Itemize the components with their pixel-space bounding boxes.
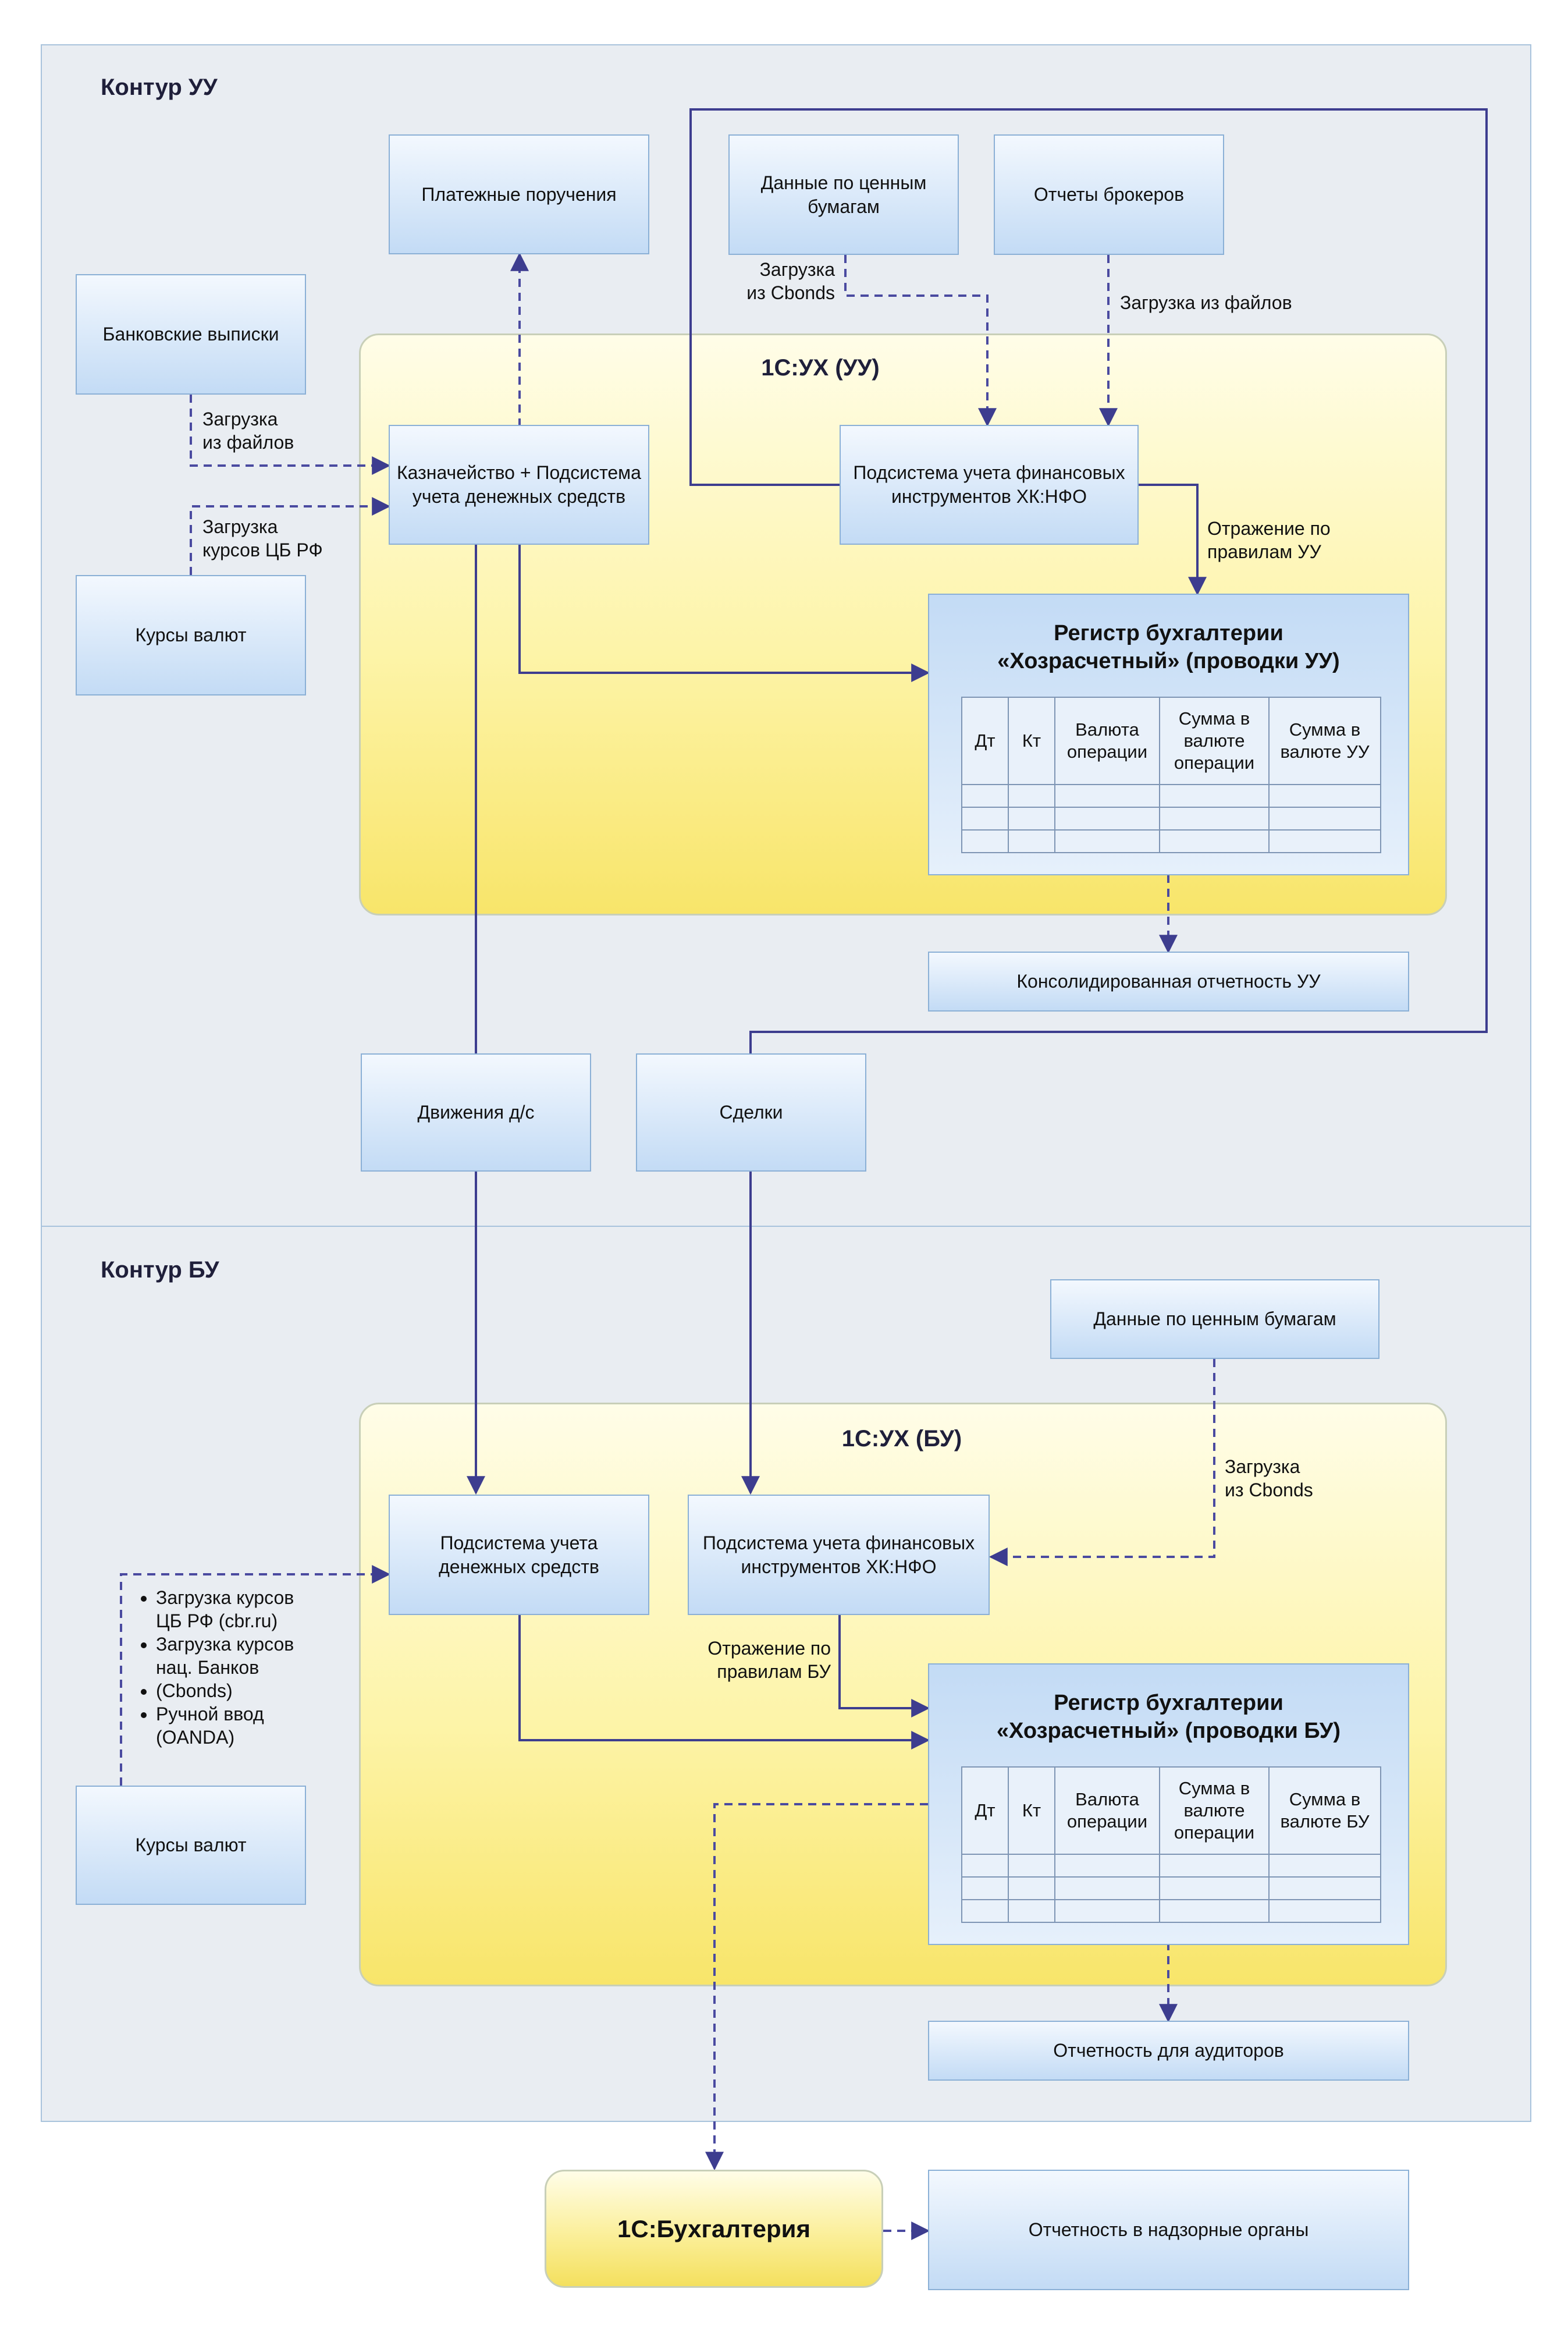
col-amount-bu: Сумма в валюте БУ (1268, 1766, 1381, 1855)
rate-sources-list: Загрузка курсов ЦБ РФ (cbr.ru) Загрузка … (133, 1586, 296, 1749)
col-amount-uu: Сумма в валюте УУ (1268, 697, 1381, 785)
arrow-fin-to-register-bu (838, 1615, 930, 1717)
col-dt: Дт (961, 697, 1009, 785)
deals-box: Сделки (636, 1053, 866, 1172)
arrow-securities-to-fin-bu (989, 1359, 1215, 1566)
col-dt: Дт (961, 1766, 1009, 1855)
rate-source-item: Загрузка курсов ЦБ РФ (cbr.ru) (156, 1586, 296, 1633)
label-reflect-rules-uu: Отражение по правилам УУ (1207, 518, 1331, 562)
label-load-from-files-1: Загрузка из файлов (202, 409, 294, 453)
register-uu-table: Дт Кт Валюта операции Сумма в валюте опе… (961, 697, 1381, 853)
label-load-cbr-rates: Загрузка курсов ЦБ РФ (202, 516, 323, 560)
arrow-cash-to-register-bu (518, 1615, 930, 1749)
col-currency: Валюта операции (1054, 1766, 1160, 1855)
rate-source-item: Загрузка курсов нац. Банков (156, 1633, 296, 1679)
arrow-currency-rates-to-treasury (190, 497, 391, 575)
register-bu: Регистр бухгалтерии «Хозрасчетный» (пров… (928, 1663, 1409, 1945)
bu-contour-title: Контур БУ (101, 1257, 219, 1283)
regulators-report-box: Отчетность в надзорные органы (928, 2170, 1409, 2290)
arrow-register-to-accounting (705, 1803, 928, 2171)
rate-source-item: Ручной ввод (OANDA) (156, 1702, 296, 1749)
arrow-fin-to-register-uu (1137, 484, 1207, 596)
bank-statements-box: Банковские выписки (76, 274, 306, 395)
accounting-system: 1С:Бухгалтерия (545, 2170, 883, 2288)
col-amount-op: Сумма в валюте операции (1159, 1766, 1270, 1855)
cash-movements-box: Движения д/с (361, 1053, 591, 1172)
securities-data-box-uu: Данные по ценным бумагам (728, 134, 959, 255)
arrow-currency-rates-to-cash-bu (120, 1565, 391, 1786)
fin-instruments-box-bu: Подсистема учета финансовых инструментов… (688, 1495, 990, 1615)
line-big-loop (689, 108, 1488, 1053)
arrow-bank-statements-to-treasury (190, 395, 391, 475)
uh-bu-system-title: 1С:УХ (БУ) (841, 1426, 962, 1452)
securities-data-box-bu: Данные по ценным бумагам (1050, 1279, 1379, 1359)
col-amount-op: Сумма в валюте операции (1159, 697, 1270, 785)
col-kt: Кт (1008, 1766, 1055, 1855)
label-load-cbonds-uu: Загрузка из Cbonds (746, 259, 835, 303)
label-load-cbonds-bu: Загрузка из Cbonds (1225, 1456, 1313, 1500)
payment-orders-box: Платежные поручения (389, 134, 649, 254)
fin-instruments-box-uu: Подсистема учета финансовых инструментов… (840, 425, 1139, 545)
uu-contour-title: Контур УУ (101, 74, 218, 100)
register-bu-table: Дт Кт Валюта операции Сумма в валюте опе… (961, 1766, 1381, 1923)
auditors-report-box: Отчетность для аудиторов (928, 2021, 1409, 2081)
currency-rates-box-uu: Курсы валют (76, 575, 306, 695)
col-currency: Валюта операции (1054, 697, 1160, 785)
arrow-securities-to-fin-uu (844, 255, 997, 427)
label-load-from-files-2: Загрузка из файлов (1120, 292, 1292, 313)
rate-source-item: (Cbonds) (156, 1679, 296, 1702)
label-reflect-rules-bu: Отражение по правилам БУ (707, 1638, 831, 1682)
register-uu: Регистр бухгалтерии «Хозрасчетный» (пров… (928, 594, 1409, 875)
currency-rates-box-bu: Курсы валют (76, 1786, 306, 1905)
treasury-box: Казначейство + Подсистема учета денежных… (389, 425, 649, 545)
register-bu-title: Регистр бухгалтерии «Хозрасчетный» (пров… (996, 1691, 1341, 1743)
broker-reports-box: Отчеты брокеров (994, 134, 1224, 255)
arrow-treasury-to-register-uu (518, 544, 930, 682)
cash-subsystem-box-bu: Подсистема учета денежных средств (389, 1495, 649, 1615)
uh-uu-system-title: 1С:УХ (УУ) (761, 355, 880, 381)
col-kt: Кт (1008, 697, 1055, 785)
consolidated-report-box: Консолидированная отчетность УУ (928, 952, 1409, 1012)
register-uu-title: Регистр бухгалтерии «Хозрасчетный» (пров… (997, 621, 1340, 673)
